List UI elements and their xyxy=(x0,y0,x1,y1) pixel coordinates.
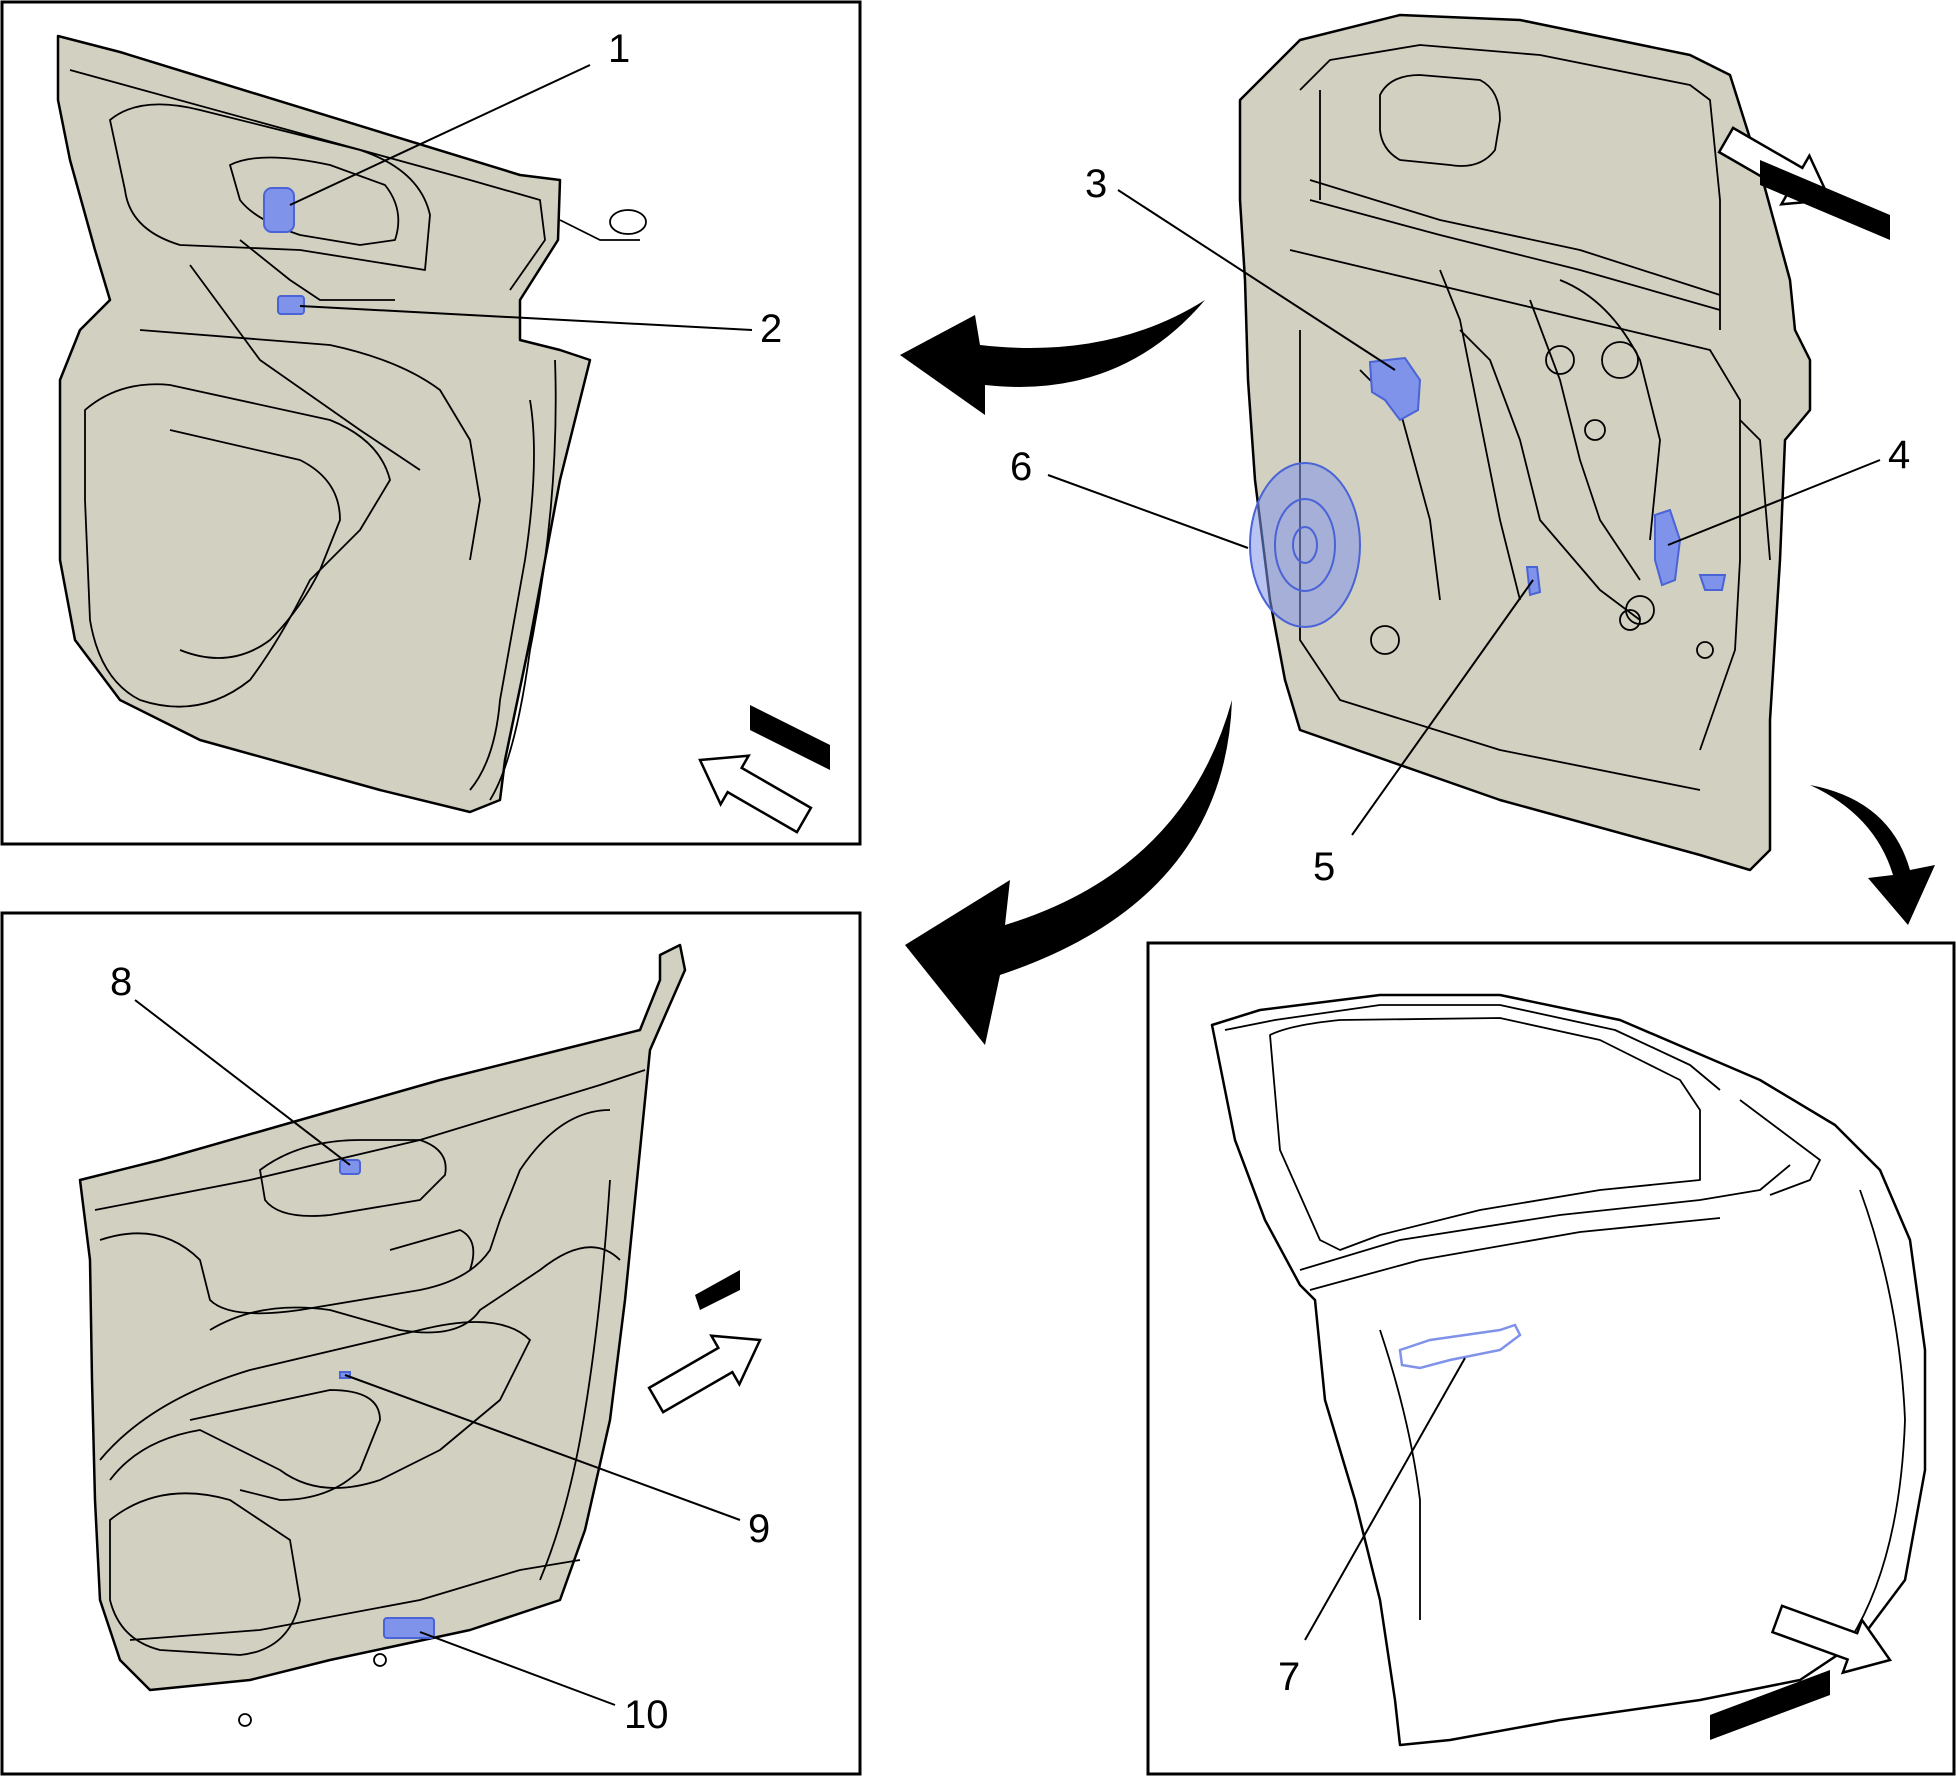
part-4-latch-highlight xyxy=(1654,508,1682,587)
callout-1: 1 xyxy=(608,27,630,71)
part-6-speaker-highlight xyxy=(1249,462,1361,628)
curved-flow-arrow-icon xyxy=(900,300,1205,415)
part-2-switch-highlight xyxy=(277,295,305,315)
view-direction-arrow-icon xyxy=(1717,126,1890,240)
part-1-door-handle-highlight xyxy=(263,187,295,233)
callout-7: 7 xyxy=(1278,1655,1300,1699)
part-7-exterior-handle-highlight xyxy=(1398,1323,1522,1370)
callout-4: 4 xyxy=(1888,433,1910,477)
panel-door-exterior: 7 xyxy=(1146,941,1956,1776)
view-direction-arrow-icon xyxy=(1710,1604,1893,1740)
curved-flow-arrow-icon xyxy=(905,700,1232,1045)
callout-8: 8 xyxy=(110,960,132,1004)
callout-5: 5 xyxy=(1313,845,1335,889)
callout-6: 6 xyxy=(1010,445,1032,489)
part-8-handle-highlight xyxy=(339,1159,361,1175)
door-exterior-outline xyxy=(1210,993,1927,1747)
panel-door-trim-upper: 1 2 xyxy=(0,0,862,846)
callout-9: 9 xyxy=(748,1507,770,1551)
callout-3: 3 xyxy=(1085,162,1107,206)
panel-door-trim-lower: 8 9 10 xyxy=(0,911,862,1776)
callout-10: 10 xyxy=(624,1693,669,1737)
door-trim-panel-rear-view xyxy=(78,943,687,1692)
door-inner-frame xyxy=(1238,13,1812,872)
callout-2: 2 xyxy=(760,307,782,351)
panel-door-inner-structure: 3 4 5 6 xyxy=(1010,13,1910,889)
view-direction-arrow-icon xyxy=(698,705,830,834)
view-direction-arrow-icon xyxy=(647,1270,762,1414)
curved-flow-arrow-icon xyxy=(1810,785,1935,925)
part-3-window-motor-highlight xyxy=(1368,356,1422,422)
door-trim-panel-front-view xyxy=(56,34,592,814)
